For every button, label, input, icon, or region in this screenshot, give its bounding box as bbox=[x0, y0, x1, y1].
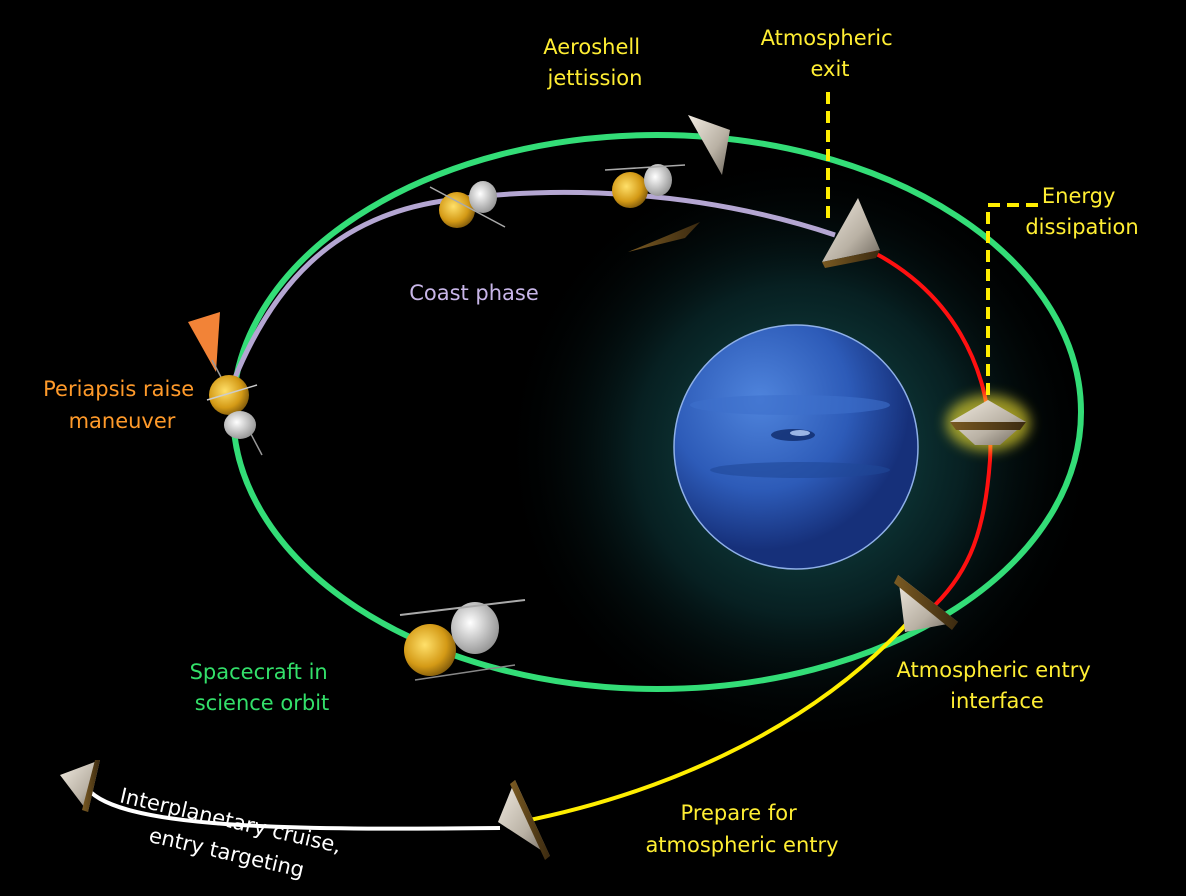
cruise-path bbox=[83, 783, 501, 831]
spacecraft-periapsis bbox=[206, 359, 263, 456]
probe-prepare-entry bbox=[498, 780, 550, 860]
spacecraft-coast-2 bbox=[604, 164, 686, 208]
probe-cruise bbox=[60, 760, 100, 812]
label-entry-interface: Atmospheric entry interface bbox=[897, 658, 1098, 713]
label-atmospheric-exit: Atmospheric exit bbox=[761, 26, 900, 81]
label-cruise: Interplanetary cruise, entry targeting bbox=[110, 784, 350, 891]
label-coast-phase: Coast phase bbox=[409, 281, 539, 305]
spacecraft-science-orbit bbox=[399, 599, 526, 681]
probe-entry-interface bbox=[894, 575, 958, 632]
probe-atm-exit bbox=[822, 198, 880, 268]
planet bbox=[673, 324, 919, 570]
aeroshell-jettisoned bbox=[628, 115, 730, 252]
label-aeroshell: Aeroshell jettission bbox=[543, 35, 646, 90]
label-periapsis-raise: Periapsis raise maneuver bbox=[43, 377, 201, 433]
thrust-plume bbox=[188, 312, 220, 372]
spacecraft-coast-1 bbox=[429, 181, 506, 228]
label-energy-dissipation: Energy dissipation bbox=[1025, 184, 1138, 239]
label-science-orbit: Spacecraft in science orbit bbox=[190, 660, 335, 715]
energy-leader bbox=[986, 203, 1038, 400]
label-prepare-entry: Prepare for atmospheric entry bbox=[645, 801, 838, 857]
approach-path bbox=[519, 618, 912, 824]
probe-energy-dissipation bbox=[946, 395, 1030, 451]
